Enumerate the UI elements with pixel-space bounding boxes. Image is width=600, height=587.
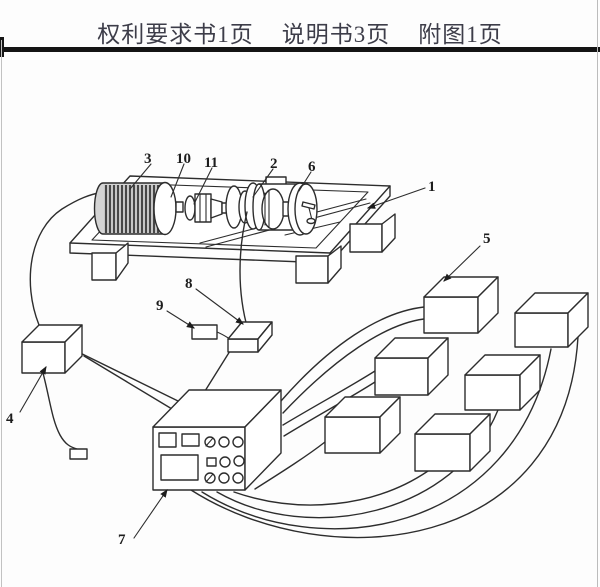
module-box-f (414, 413, 491, 472)
junction-box-8 (227, 321, 273, 353)
figure-label-10: 10 (176, 151, 191, 167)
wire-box4-to-console-a (65, 345, 179, 402)
figure-label-11: 11 (204, 155, 218, 171)
header-description-pages: 说明书3页 (281, 22, 391, 47)
figure-label-8: 8 (185, 276, 193, 292)
figure-label-9: 9 (156, 298, 164, 314)
console-panel (158, 432, 245, 484)
leader-10 (170, 163, 185, 198)
figure-label-1: 1 (428, 179, 436, 195)
right-page-edge (597, 0, 598, 587)
figure-label-5: 5 (483, 231, 491, 247)
module-box-b (514, 292, 589, 348)
figure-label-6: 6 (308, 159, 316, 175)
module-box-c (374, 337, 449, 396)
gear-wheel (261, 188, 292, 230)
header-drawings-pages: 附图1页 (418, 22, 503, 47)
figure-label-4: 4 (6, 411, 14, 427)
platform-leg-front-right (295, 245, 342, 284)
module-box-d (464, 354, 541, 411)
figure-label-7: 7 (118, 532, 126, 548)
leader-1 (366, 187, 426, 209)
figure-label-2: 2 (270, 156, 278, 172)
control-console (152, 389, 282, 491)
leader-2 (252, 168, 274, 198)
leader-11 (193, 167, 213, 205)
sensor-box (21, 324, 83, 374)
page-header: 权利要求书1页 说明书3页 附图1页 (0, 15, 600, 49)
leader-9 (166, 310, 195, 329)
cable-box4-to-plug (42, 372, 78, 450)
leader-8 (195, 288, 244, 325)
cable-motor-to-box4 (29, 191, 105, 326)
header-claims-pages: 权利要求书1页 (97, 22, 254, 47)
platform-leg-back-right (349, 213, 396, 253)
signal-unit-9 (191, 324, 218, 340)
leader-4 (19, 366, 47, 413)
leader-lines (19, 163, 481, 539)
motor (93, 181, 177, 236)
module-box-a (423, 276, 499, 334)
leader-3 (129, 163, 152, 190)
cable-arcs (190, 306, 579, 539)
module-box-e (324, 396, 401, 454)
connector-plug (69, 448, 88, 460)
left-edge-tick (0, 37, 4, 57)
left-page-edge (1, 40, 2, 587)
leader-5 (443, 245, 481, 282)
wire-box8-to-console (204, 350, 231, 392)
header-rule (0, 47, 600, 52)
leader-7 (133, 489, 168, 539)
wire-box4-to-console-b (83, 355, 173, 410)
cable-machine-to-box8 (239, 211, 249, 331)
disc-wheel (287, 182, 318, 236)
figure-label-3: 3 (144, 151, 152, 167)
platform-leg-left (91, 242, 129, 281)
leader-6 (298, 171, 312, 192)
